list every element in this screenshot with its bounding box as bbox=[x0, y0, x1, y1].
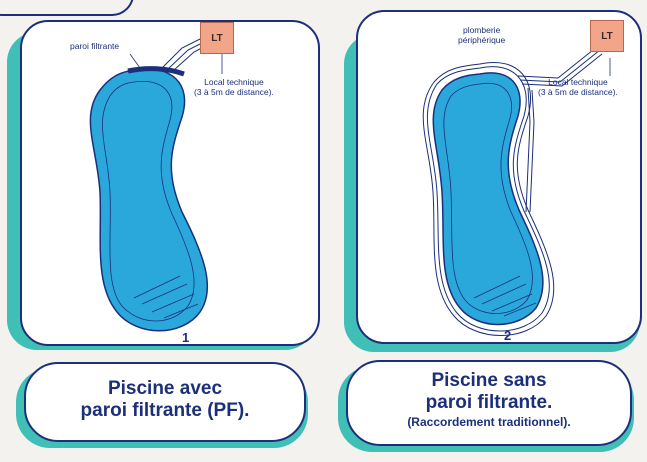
room-label-1-line2: (3 à 5m de distance). bbox=[194, 86, 274, 97]
pool-2-inner-outline bbox=[443, 82, 533, 314]
header-tab bbox=[0, 0, 134, 16]
lt-box-2-label: LT bbox=[601, 30, 613, 42]
caption-2-line3: (Raccordement traditionnel). bbox=[407, 415, 571, 429]
panel-1-number: 1 bbox=[182, 330, 189, 345]
panel-2-number: 2 bbox=[504, 328, 511, 343]
room-label-2: Local technique (3 à 5m de distance). bbox=[538, 77, 618, 98]
room-label-2-line1: Local technique bbox=[548, 77, 608, 87]
plumbing-label: plomberie périphérique bbox=[458, 25, 506, 46]
filter-wall-label: paroi filtrante bbox=[70, 41, 120, 52]
room-label-2-line2: (3 à 5m de distance). bbox=[538, 86, 618, 97]
caption-1-line1: Piscine avec bbox=[107, 378, 223, 399]
caption-2-line2: paroi filtrante. bbox=[425, 392, 553, 413]
plumbing-label-line1: plomberie bbox=[462, 25, 501, 35]
caption-2: Piscine sans paroi filtrante. (Raccordem… bbox=[346, 360, 632, 446]
room-label-1-line1: Local technique bbox=[204, 77, 264, 87]
peripheral-plumbing bbox=[422, 62, 555, 336]
pool-2-steps bbox=[473, 275, 537, 317]
pool-2-diagram bbox=[422, 45, 611, 336]
plumbing-label-line2: périphérique bbox=[458, 34, 506, 45]
lt-box-1: LT bbox=[200, 22, 234, 54]
caption-1-line2: paroi filtrante (PF). bbox=[80, 400, 250, 421]
filter-wall-text: paroi filtrante bbox=[70, 41, 120, 51]
caption-2-line1: Piscine sans bbox=[431, 370, 547, 391]
pool-1-shape bbox=[89, 68, 209, 332]
pool-2-shape bbox=[432, 72, 544, 326]
wall-pointer bbox=[129, 53, 141, 69]
return-pipes bbox=[525, 87, 535, 213]
pool-1-diagram bbox=[89, 33, 223, 332]
lt-box-2: LT bbox=[590, 20, 624, 52]
panel-1: LT paroi filtrante Local technique (3 à … bbox=[20, 20, 320, 346]
pipes-2 bbox=[517, 45, 603, 87]
peripheral-plumbing-2 bbox=[426, 66, 550, 332]
lt-box-1-label: LT bbox=[211, 32, 223, 44]
room-label-1: Local technique (3 à 5m de distance). bbox=[194, 77, 274, 98]
filter-wall bbox=[127, 66, 185, 77]
pool-1-steps bbox=[133, 275, 199, 319]
panel-2-number-text: 2 bbox=[504, 328, 512, 343]
caption-1: Piscine avec paroi filtrante (PF). bbox=[24, 362, 306, 442]
panel-2: LT plomberie périphérique Local techniqu… bbox=[356, 10, 642, 344]
pool-1-inner-outline bbox=[102, 80, 195, 322]
panel-1-number-text: 1 bbox=[182, 330, 190, 345]
